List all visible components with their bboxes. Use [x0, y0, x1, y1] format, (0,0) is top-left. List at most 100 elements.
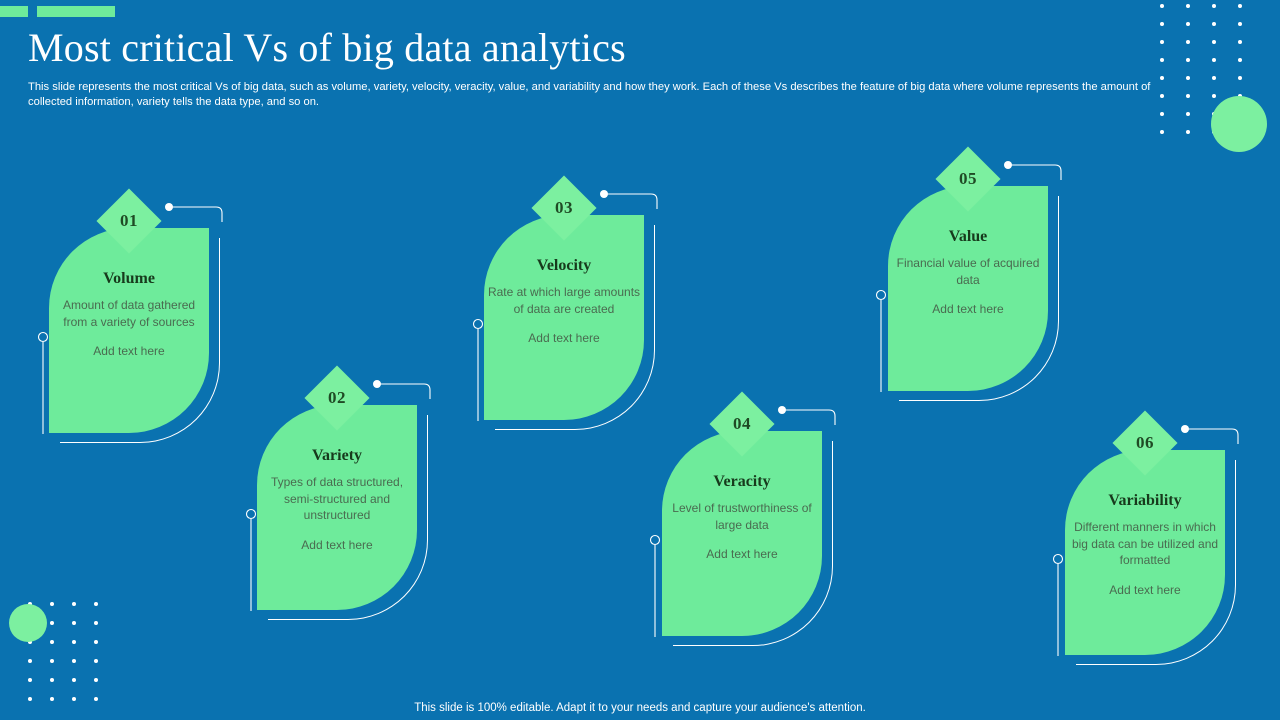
connector-dot-hollow — [875, 289, 887, 301]
decorative-circle-bottom-left — [9, 604, 47, 642]
decorative-dot — [1160, 58, 1164, 62]
card-description: Financial value of acquired data — [896, 256, 1040, 287]
card-outline — [673, 441, 833, 646]
decorative-dot — [28, 697, 32, 701]
decorative-dot — [28, 640, 32, 644]
card-value[interactable]: 05 Value Financial value of acquired dat… — [888, 146, 1059, 401]
decorative-dot — [1212, 58, 1216, 62]
card-shape — [1065, 450, 1225, 655]
decorative-dot — [50, 640, 54, 644]
decorative-dot — [94, 678, 98, 682]
card-outline — [1076, 460, 1236, 665]
decorative-dot — [1212, 22, 1216, 26]
decorative-circle-top-right — [1211, 96, 1267, 152]
decorative-dot — [50, 697, 54, 701]
connector-dot-hollow — [245, 508, 257, 520]
decorative-dot — [1160, 22, 1164, 26]
decorative-dot — [1160, 94, 1164, 98]
card-number: 05 — [959, 169, 977, 188]
decorative-dot — [28, 678, 32, 682]
card-description: Types of data structured, semi-structure… — [270, 475, 404, 522]
decorative-dot — [1160, 76, 1164, 80]
decorative-dot — [94, 602, 98, 606]
accent-bar-small — [0, 6, 28, 17]
card-variability[interactable]: 06 Variability Different manners in whic… — [1065, 410, 1236, 665]
connector-dot-filled — [165, 203, 173, 211]
decorative-dot — [1186, 130, 1190, 134]
decorative-dot — [72, 659, 76, 663]
decorative-dot — [72, 640, 76, 644]
card-variety[interactable]: 02 Variety Types of data structured, sem… — [257, 365, 428, 620]
decorative-dot — [1186, 58, 1190, 62]
card-volume[interactable]: 01 Volume Amount of data gathered from a… — [49, 188, 220, 443]
card-shape — [484, 215, 644, 420]
decorative-dot — [94, 697, 98, 701]
decorative-dot — [1160, 130, 1164, 134]
decorative-dot — [72, 602, 76, 606]
card-number: 03 — [555, 198, 573, 217]
card-heading: Veracity — [713, 473, 771, 490]
card-heading: Value — [948, 228, 988, 245]
decorative-dot — [72, 621, 76, 625]
card-shape — [888, 186, 1048, 391]
decorative-dot — [94, 621, 98, 625]
connector-right-01 — [165, 203, 223, 222]
card-heading: Variety — [311, 447, 363, 464]
card-add-text: Add text here — [301, 537, 373, 552]
decorative-dot — [1186, 112, 1190, 116]
card-number: 01 — [120, 211, 138, 230]
card-outline — [899, 196, 1059, 401]
card-number: 06 — [1136, 433, 1154, 452]
card-body: Veracity Level of trustworthiness of lar… — [665, 473, 819, 562]
card-body: Variability Different manners in which b… — [1068, 492, 1222, 598]
connector-dot-hollow — [1052, 553, 1064, 565]
card-add-text: Add text here — [93, 344, 165, 358]
accent-bar-large — [37, 6, 115, 17]
connector-dot-filled — [373, 380, 381, 388]
decorative-dot — [1186, 94, 1190, 98]
connector-right-02 — [373, 380, 431, 399]
card-shape — [49, 228, 209, 433]
card-outline — [60, 238, 220, 443]
connector-dot-filled — [600, 190, 608, 198]
card-body: Value Financial value of acquired data A… — [891, 228, 1045, 317]
card-description: Different manners in which big data can … — [1071, 520, 1219, 567]
decorative-dot — [1238, 58, 1242, 62]
decorative-dot — [50, 659, 54, 663]
decorative-dot — [1238, 40, 1242, 44]
card-outline — [495, 225, 655, 430]
card-shape — [257, 405, 417, 610]
connector-right-06 — [1181, 425, 1239, 444]
decorative-dot — [28, 659, 32, 663]
connector-dot-hollow — [649, 534, 661, 546]
card-body: Volume Amount of data gathered from a va… — [52, 270, 206, 359]
accent-bars — [0, 6, 115, 17]
decorative-dot — [1160, 112, 1164, 116]
connector-dot-filled — [1004, 161, 1012, 169]
card-body: Velocity Rate at which large amounts of … — [487, 257, 641, 346]
decorative-dot — [1212, 94, 1216, 98]
card-add-text: Add text here — [1109, 582, 1181, 597]
card-heading: Variability — [1108, 492, 1182, 509]
decorative-dot — [1212, 40, 1216, 44]
card-heading: Velocity — [536, 257, 592, 274]
card-description: Level of trustworthiness of large data — [672, 501, 812, 532]
page-subtitle: This slide represents the most critical … — [28, 81, 1151, 108]
decorative-dot — [1160, 4, 1164, 8]
card-number: 04 — [733, 414, 751, 433]
decorative-dot — [1186, 4, 1190, 8]
decorative-dot — [1186, 40, 1190, 44]
decorative-dot — [1238, 4, 1242, 8]
connector-dot-hollow — [37, 331, 49, 343]
card-description: Rate at which large amounts of data are … — [487, 285, 641, 316]
decorative-dot — [50, 602, 54, 606]
decorative-dot — [1238, 76, 1242, 80]
decorative-dot — [94, 659, 98, 663]
decorative-dot — [1238, 22, 1242, 26]
card-veracity[interactable]: 04 Veracity Level of trustworthiness of … — [662, 391, 833, 646]
card-velocity[interactable]: 03 Velocity Rate at which large amounts … — [484, 175, 655, 430]
card-add-text: Add text here — [528, 331, 600, 345]
card-add-text: Add text here — [932, 302, 1004, 316]
connector-dot-filled — [1181, 425, 1189, 433]
